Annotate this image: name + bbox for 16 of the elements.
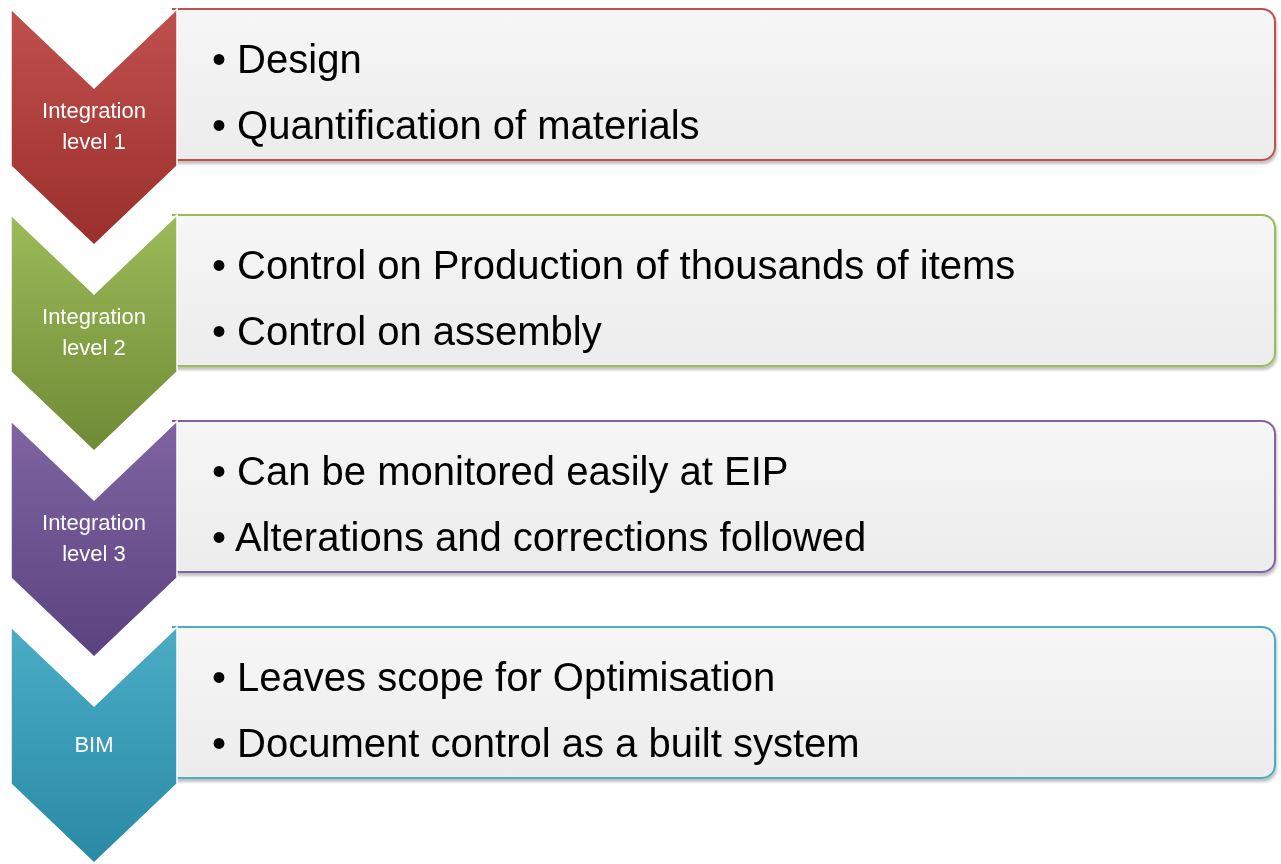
bullet-item: • Control on assembly [212,308,603,355]
bullet-item: • Leaves scope for Optimisation [212,654,777,701]
chevron-shape [10,214,178,452]
bullet-item: • Can be monitored easily at EIP [212,448,790,495]
chevron-label: BIM [74,730,114,759]
bullet-item: • Design [212,36,363,83]
bullet-item: • Control on Production of thousands of items [212,242,1017,289]
chevron-label: Integration level 3 [41,509,147,568]
chevron-label: Integration level 2 [41,303,147,362]
bullet-item: • Alterations and corrections followed [212,514,868,561]
chevron-shape [10,8,178,246]
chevron-label: Integration level 1 [41,97,147,156]
chevron-shape [10,626,178,864]
chevron-shape [10,420,178,658]
bullet-item: • Quantification of materials [212,102,701,149]
bullet-item: • Document control as a built system [212,720,861,767]
